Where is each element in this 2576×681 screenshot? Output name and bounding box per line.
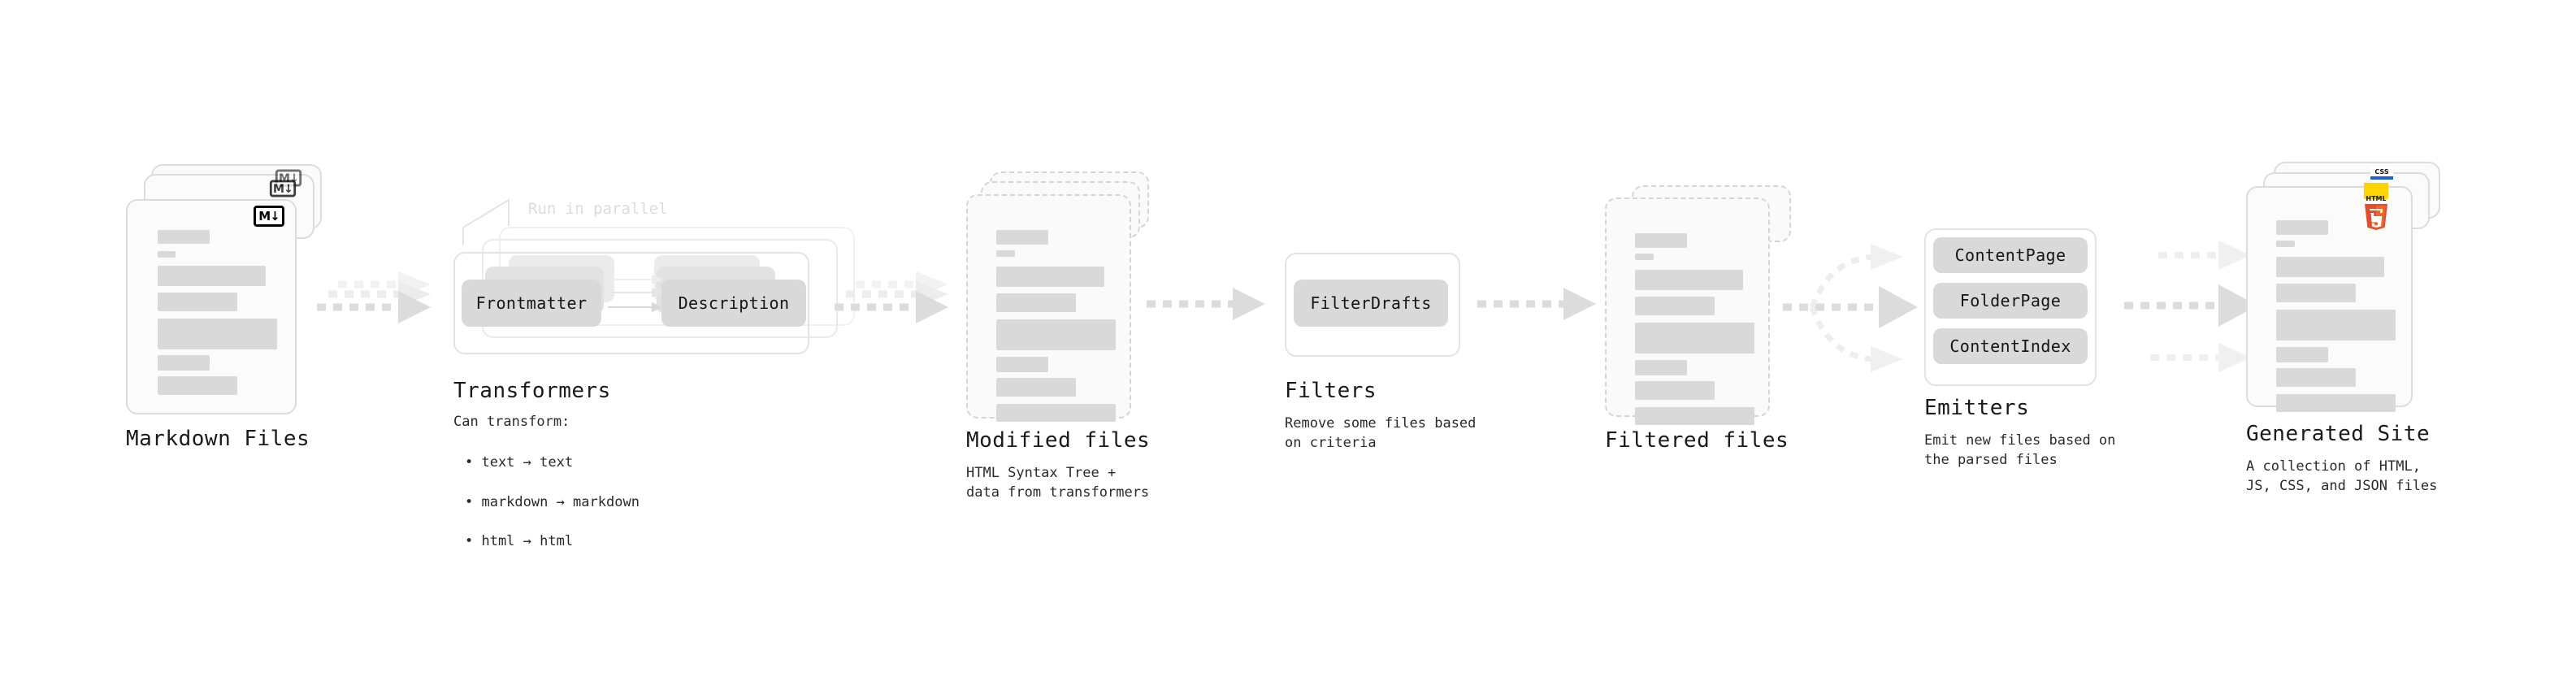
- markdown-files-caption: Markdown Files: [126, 427, 370, 451]
- emitters-box: [1924, 228, 2097, 386]
- filters-box: [1285, 253, 1460, 357]
- markdown-icon-mid: M↓: [269, 180, 297, 197]
- transformers-box-front: [453, 252, 809, 354]
- transformer-chip-description[interactable]: Description: [661, 280, 806, 327]
- filters-subtitle: Remove some files based on criteria: [1285, 415, 1477, 452]
- arrow-transformers-to-modified: [835, 271, 948, 323]
- transformers-bullets: • text → text • markdown → markdown • ht…: [453, 433, 795, 570]
- emitters-title: Emitters: [1924, 396, 2030, 420]
- svg-text:HTML: HTML: [2366, 195, 2386, 202]
- run-in-parallel-label: Run in parallel: [528, 200, 668, 218]
- emitter-chip-folderpage[interactable]: FolderPage: [1933, 283, 2088, 319]
- arrow-emitters-to-site: [2124, 241, 2257, 372]
- modified-files-title: Modified files: [966, 428, 1151, 453]
- markdown-card-front: [126, 199, 297, 414]
- filters-title: Filters: [1285, 379, 1377, 403]
- generated-site-caption: Generated Site A collection of HTML, JS,…: [2246, 422, 2514, 496]
- css3-icon-underline: [2370, 176, 2393, 180]
- filtered-files-caption: Filtered files: [1605, 428, 1865, 453]
- generated-site-subtitle: A collection of HTML, JS, CSS, and JSON …: [2246, 458, 2438, 495]
- transformer-inner-arrows: [608, 275, 663, 312]
- run-in-parallel-leader: [462, 198, 510, 245]
- css3-icon-label: CSS: [2374, 168, 2389, 176]
- emitters-subtitle: Emit new files based on the parsed files: [1924, 432, 2116, 469]
- arrow-md-to-transformers: [317, 271, 431, 323]
- html5-icon: HTML: [2361, 193, 2392, 230]
- css3-icon: CSS: [2370, 167, 2393, 180]
- transformers-caption: Transformers Can transform: • text → tex…: [453, 379, 795, 570]
- modified-card-front: [966, 194, 1131, 422]
- emitters-caption: Emitters Emit new files based on the par…: [1924, 396, 2184, 470]
- markdown-badge-label-front: M↓: [258, 208, 280, 223]
- markdown-badge-label-mid: M↓: [272, 180, 293, 196]
- markdown-files-title: Markdown Files: [126, 427, 310, 451]
- modified-files-caption: Modified files HTML Syntax Tree + data f…: [966, 428, 1226, 502]
- filtered-card-front: [1605, 197, 1770, 425]
- transformers-title: Transformers: [453, 379, 611, 403]
- transformers-bullet-2: • html → html: [465, 532, 574, 549]
- arrow-filtered-to-emitters: [1783, 244, 1918, 372]
- generated-card-front: [2246, 186, 2413, 412]
- transformer-chip-frontmatter[interactable]: Frontmatter: [462, 280, 601, 327]
- transformers-bullet-1: • markdown → markdown: [465, 493, 640, 510]
- js-icon: [2364, 183, 2388, 199]
- generated-site-title: Generated Site: [2246, 422, 2431, 446]
- arrow-filters-to-filtered: [1477, 288, 1596, 320]
- transformers-bullet-0: • text → text: [465, 454, 574, 471]
- arrow-modified-to-filters: [1147, 288, 1265, 320]
- filtered-files-title: Filtered files: [1605, 428, 1789, 453]
- emitter-chip-contentpage[interactable]: ContentPage: [1933, 237, 2088, 273]
- markdown-icon-front: M↓: [254, 206, 284, 227]
- modified-files-subtitle: HTML Syntax Tree + data from transformer…: [966, 465, 1150, 501]
- filter-chip-filterdrafts[interactable]: FilterDrafts: [1294, 280, 1448, 327]
- transformers-subtitle: Can transform:: [453, 414, 570, 430]
- filters-caption: Filters Remove some files based on crite…: [1285, 379, 1545, 453]
- emitter-chip-contentindex[interactable]: ContentIndex: [1933, 328, 2088, 364]
